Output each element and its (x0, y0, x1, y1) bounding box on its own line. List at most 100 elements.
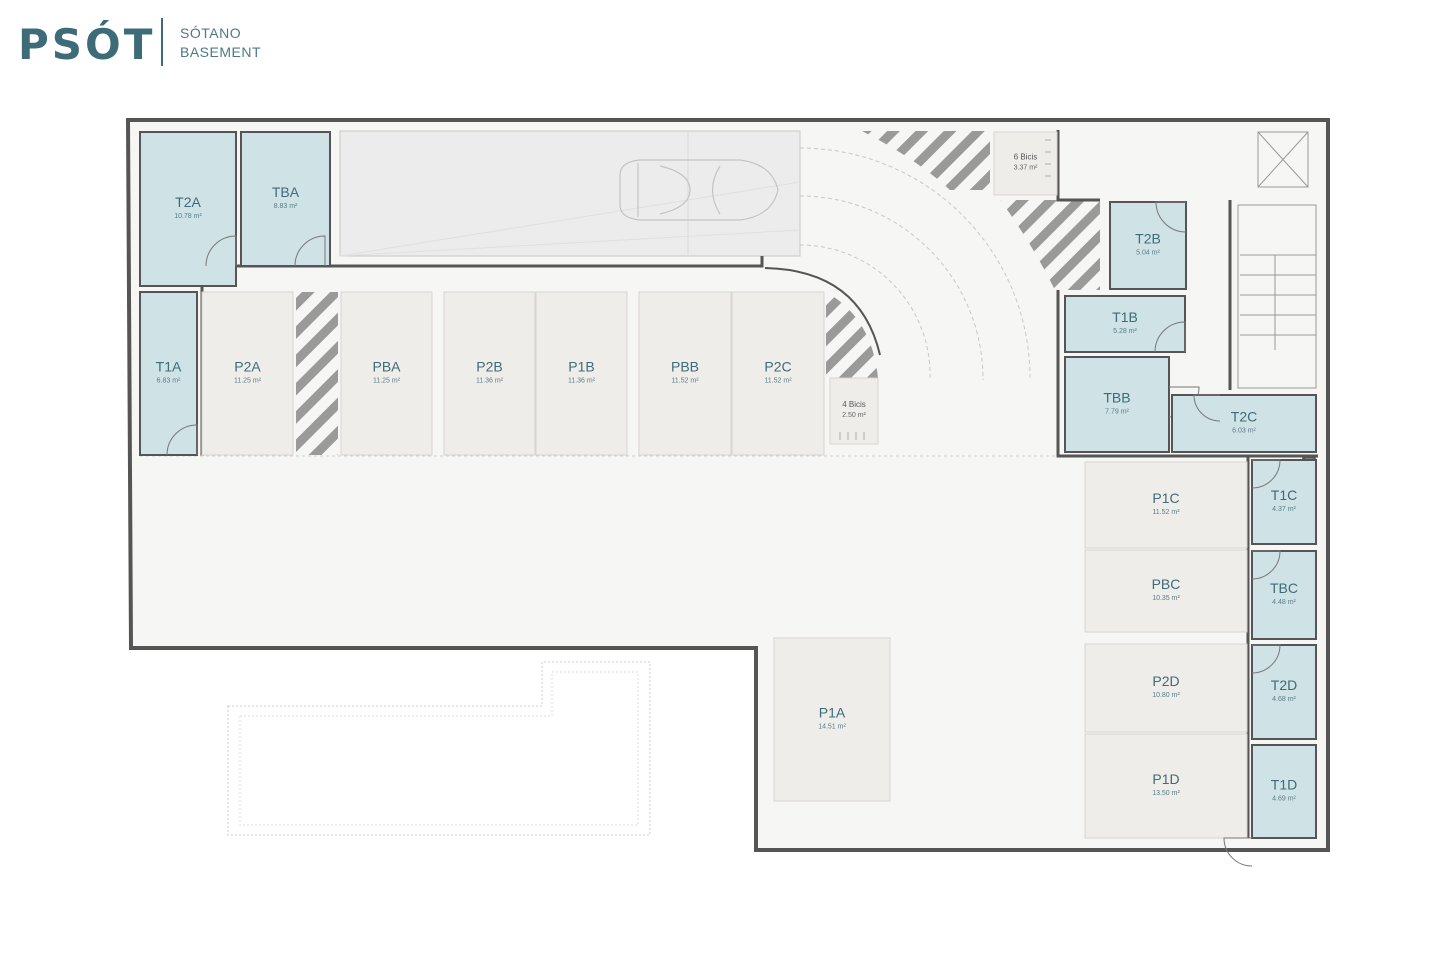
header-divider (161, 18, 163, 66)
room-name: P1A (819, 705, 846, 721)
room-area: 4.68 m² (1272, 696, 1296, 703)
door-swing (1154, 321, 1186, 353)
room-area: 11.52 m² (764, 378, 792, 385)
room-name: T2D (1271, 677, 1297, 693)
room-area: 11.36 m² (476, 378, 504, 385)
room-shape (731, 291, 825, 456)
room-area: 5.28 m² (1113, 328, 1137, 335)
room-shape (1109, 201, 1187, 290)
room-area: 11.25 m² (373, 378, 401, 385)
interior-walls (200, 130, 1318, 838)
room-p1a: P1A 14.51 m² (773, 637, 891, 802)
room-area: 6.83 m² (157, 378, 181, 385)
room-area: 6.03 m² (1232, 428, 1256, 435)
room-t1a: T1A 6.83 m² (139, 291, 198, 456)
hatched-zone-left (296, 292, 338, 455)
room-shape (535, 291, 628, 456)
stair (1237, 204, 1317, 389)
door-swing (166, 424, 198, 456)
room-name: T2A (175, 194, 201, 210)
hatched-zone-curve (826, 292, 878, 378)
room-area: 11.36 m² (568, 378, 596, 385)
room-name: T2C (1231, 409, 1257, 425)
ramp-edge (764, 267, 881, 356)
room-name: TBC (1270, 580, 1298, 596)
room-shape (1084, 549, 1248, 633)
room-area: 14.51 m² (818, 724, 846, 731)
room-shape (1251, 744, 1317, 839)
room-name: T1C (1271, 487, 1297, 503)
room-name: T1B (1112, 309, 1138, 325)
room-p1b: P1B 11.36 m² (535, 291, 628, 456)
room-shape (1251, 550, 1317, 640)
room-name: TBB (1103, 390, 1130, 406)
lift (1257, 131, 1309, 188)
room-area: 4.48 m² (1272, 599, 1296, 606)
room-tbb: TBB 7.79 m² (1064, 356, 1200, 453)
room-name: P1D (1152, 771, 1179, 787)
room-shape (443, 291, 536, 456)
room-area: 10.35 m² (1152, 595, 1180, 602)
bike-area-shape (829, 377, 879, 445)
room-name: PBA (372, 359, 401, 375)
room-area: 7.79 m² (1105, 409, 1129, 416)
room-tba: TBA 8.83 m² (240, 131, 331, 267)
room-name: PBC (1152, 576, 1181, 592)
door-swing (205, 235, 237, 267)
bike-area-name: 4 Bicis (842, 400, 866, 409)
room-shape (201, 291, 294, 456)
room-shape (773, 637, 891, 802)
room-name: P1C (1152, 490, 1179, 506)
room-area: 5.04 m² (1136, 250, 1160, 257)
room-shape (1084, 733, 1248, 839)
door-swing (1251, 459, 1281, 489)
bike-area-name: 6 Bicis (1014, 153, 1038, 162)
room-area: 11.52 m² (1152, 509, 1180, 516)
logo: PSÓT (18, 20, 156, 69)
room-name: T1D (1271, 777, 1297, 793)
room-name: P2D (1152, 673, 1179, 689)
room-shape (139, 291, 198, 456)
room-shape (1251, 459, 1317, 545)
room-pbc: PBC 10.35 m² (1084, 549, 1248, 633)
bike-area-size: 3.37 m² (1014, 165, 1038, 172)
door-swing (1155, 201, 1187, 233)
room-t1b: T1B 5.28 m² (1064, 295, 1186, 353)
terrace-outline (227, 661, 651, 836)
room-area: 10.80 m² (1152, 692, 1180, 699)
room-shape (1064, 356, 1170, 453)
room-shape (240, 131, 331, 267)
door-swing (1251, 550, 1281, 580)
room-area: 11.25 m² (234, 378, 262, 385)
room-area: 8.83 m² (274, 203, 298, 210)
room-name: P1B (568, 359, 594, 375)
level-name-es: SÓTANO (180, 25, 242, 41)
room-shape (1251, 644, 1317, 740)
room-tbc: TBC 4.48 m² (1251, 550, 1317, 640)
room-shape (638, 291, 732, 456)
hatched-zone-right (1000, 200, 1100, 290)
room-name: T1A (156, 359, 182, 375)
room-name: PBB (671, 359, 699, 375)
room-shape (139, 131, 237, 287)
door-swing (1223, 837, 1253, 867)
room-p2d: P2D 10.80 m² (1084, 643, 1248, 733)
room-p1c: P1C 11.52 m² (1084, 461, 1248, 549)
room-name: TBA (272, 184, 300, 200)
car-icon (619, 159, 779, 221)
room-area: 11.52 m² (671, 378, 699, 385)
room-pbb: PBB 11.52 m² (638, 291, 732, 456)
door-swing (1193, 394, 1221, 422)
hatched-zone-top (862, 131, 990, 190)
terrace-inner-outline (239, 671, 639, 826)
